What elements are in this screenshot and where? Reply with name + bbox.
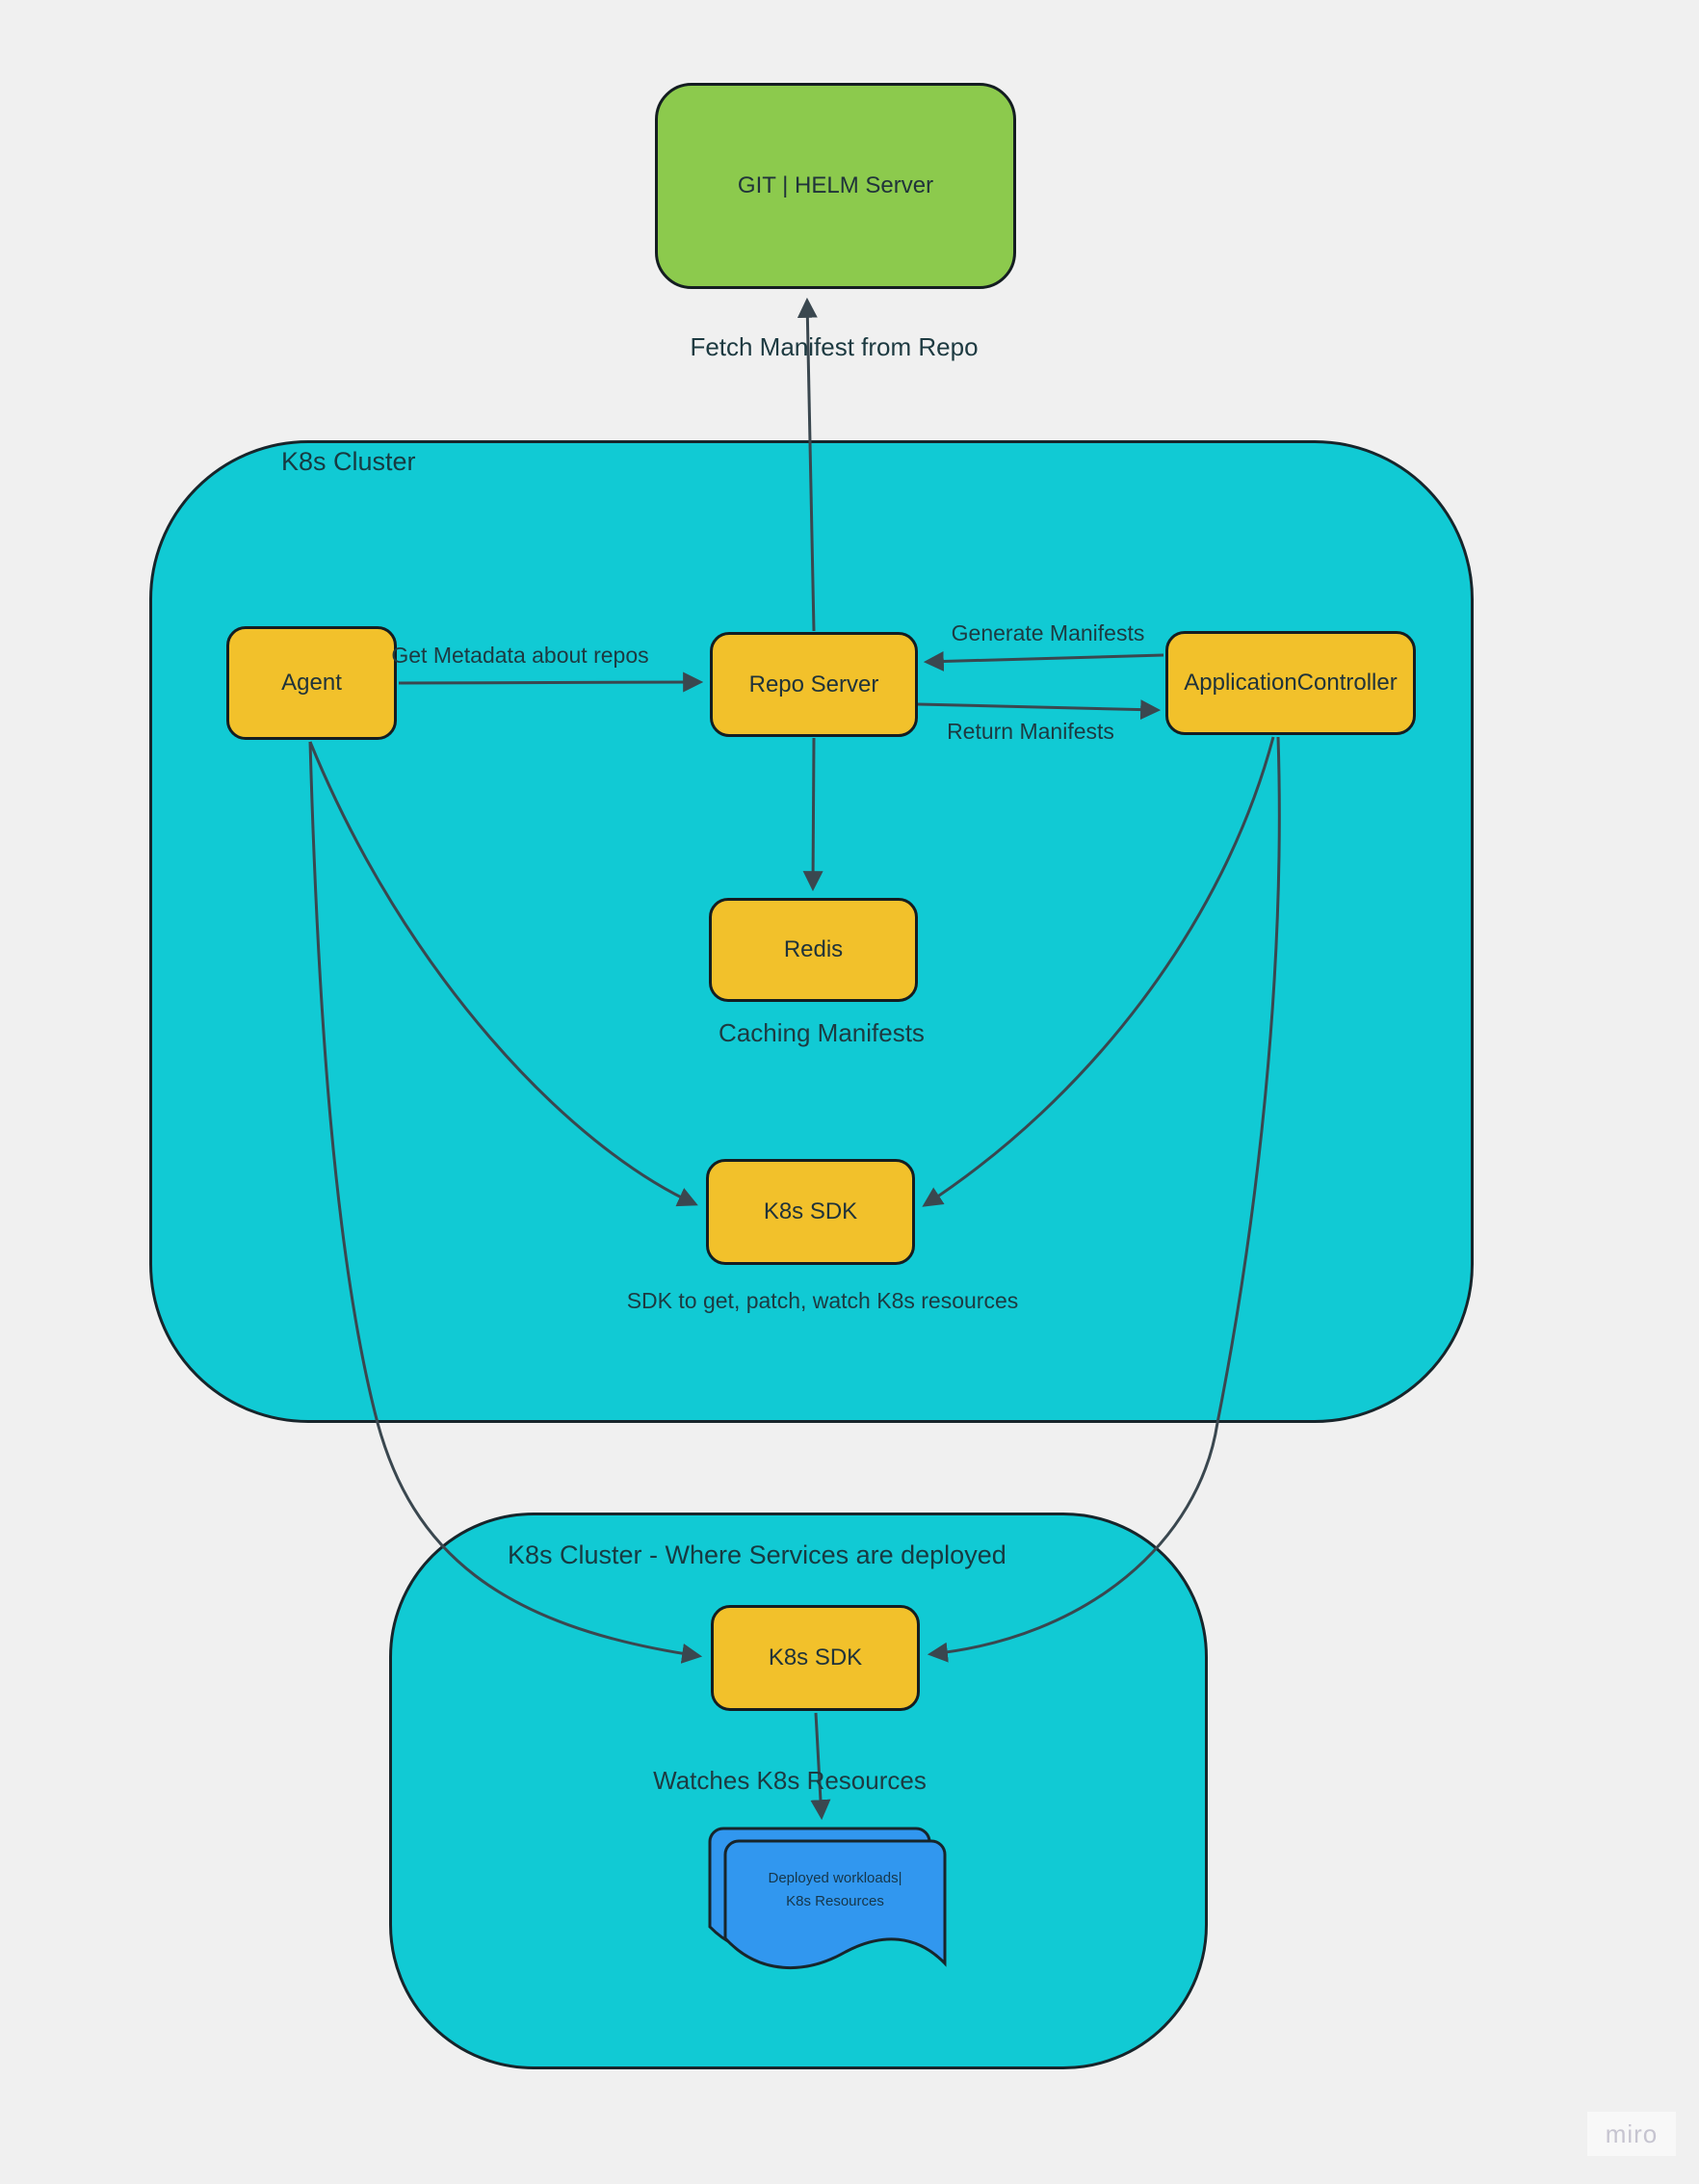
cluster-k8s-deploy-label: K8s Cluster - Where Services are deploye…: [508, 1540, 1006, 1569]
node-deployed-workloads-label[interactable]: Deployed workloads| K8s Resources: [729, 1867, 941, 1913]
label-watches-k8s[interactable]: Watches K8s Resources: [653, 1766, 927, 1795]
node-application-controller[interactable]: ApplicationController: [1165, 631, 1416, 735]
edge-k8s-sdk-deploy-to-workloads[interactable]: [810, 1712, 831, 1821]
edge-repo-server-to-redis[interactable]: [802, 737, 823, 892]
edge-appcontroller-to-repo-server[interactable]: [923, 650, 1164, 671]
document-front-page[interactable]: [723, 1839, 947, 1970]
edge-appcontroller-to-k8s-sdk-main[interactable]: [922, 736, 1275, 1207]
node-k8s-sdk-deploy[interactable]: K8s SDK: [711, 1605, 920, 1711]
cluster-k8s-main-label: K8s Cluster: [281, 447, 416, 476]
edge-appcontroller-to-k8s-sdk-deploy[interactable]: [927, 736, 1281, 1663]
edge-agent-to-k8s-sdk-main[interactable]: [308, 741, 698, 1207]
label-fetch-manifest[interactable]: Fetch Manifest from Repo: [690, 332, 979, 361]
node-agent[interactable]: Agent: [226, 626, 397, 740]
edge-repo-server-to-git-helm[interactable]: [797, 297, 818, 632]
edge-agent-to-k8s-sdk-deploy[interactable]: [308, 741, 703, 1664]
label-generate-manifests[interactable]: Generate Manifests: [951, 620, 1145, 645]
edge-agent-to-repo-server[interactable]: [398, 671, 704, 693]
label-return-manifests[interactable]: Return Manifests: [947, 719, 1114, 744]
node-repo-server[interactable]: Repo Server: [710, 632, 918, 737]
node-redis[interactable]: Redis: [709, 898, 918, 1002]
workloads-label-line1: Deployed workloads|: [768, 1870, 902, 1886]
node-k8s-sdk-main[interactable]: K8s SDK: [706, 1159, 915, 1265]
label-get-metadata[interactable]: Get Metadata about repos: [391, 643, 649, 668]
edge-repo-server-to-appcontroller[interactable]: [917, 699, 1162, 721]
miro-logo: miro: [1587, 2112, 1676, 2156]
workloads-label-line2: K8s Resources: [786, 1893, 884, 1909]
deployed-workloads-shape[interactable]: [708, 1827, 947, 1970]
label-caching-manifests[interactable]: Caching Manifests: [719, 1018, 925, 1047]
node-git-helm-server[interactable]: GIT | HELM Server: [655, 83, 1016, 289]
label-sdk-note[interactable]: SDK to get, patch, watch K8s resources: [626, 1288, 1019, 1313]
